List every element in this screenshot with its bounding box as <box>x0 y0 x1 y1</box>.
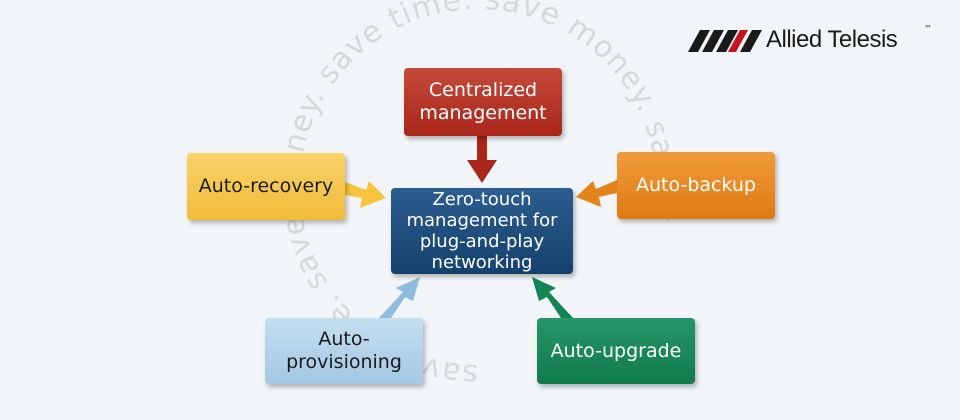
box-line: plug-and-play <box>419 231 545 252</box>
arrow-backup <box>576 180 617 207</box>
arrow-recovery <box>345 181 386 208</box>
box-label: Auto-upgrade <box>550 339 682 362</box>
auto-provisioning-box: Auto-provisioning <box>265 318 423 384</box>
arrow-upgrade <box>532 277 573 318</box>
box-line: Zero-touch <box>432 189 532 210</box>
box-line: management <box>419 102 547 124</box>
auto-backup-box: Auto-backup <box>617 152 775 219</box>
box-label: Auto-recovery <box>198 175 334 197</box>
box-label: Auto-provisioning <box>286 328 402 373</box>
arrow-central <box>467 136 497 183</box>
auto-recovery-box: Auto-recovery <box>187 153 345 220</box>
allied-telesis-logo: Allied Telesis ™ <box>688 24 938 58</box>
logo-wordmark: Allied Telesis <box>766 26 898 53</box>
arrow-provisioning <box>379 277 420 318</box>
box-label: Auto-backup <box>636 174 756 196</box>
box-line: Centralized <box>428 79 538 101</box>
logo-trademark: ™ <box>924 24 932 33</box>
box-line: management for <box>406 210 558 231</box>
centralized-management-box: Centralized management <box>404 68 562 136</box>
logo-mark-icon <box>688 30 762 52</box>
box-line: networking <box>431 252 533 273</box>
zero-touch-management-box: Zero-touch management for plug-and-play … <box>391 188 573 274</box>
auto-upgrade-box: Auto-upgrade <box>537 318 695 384</box>
